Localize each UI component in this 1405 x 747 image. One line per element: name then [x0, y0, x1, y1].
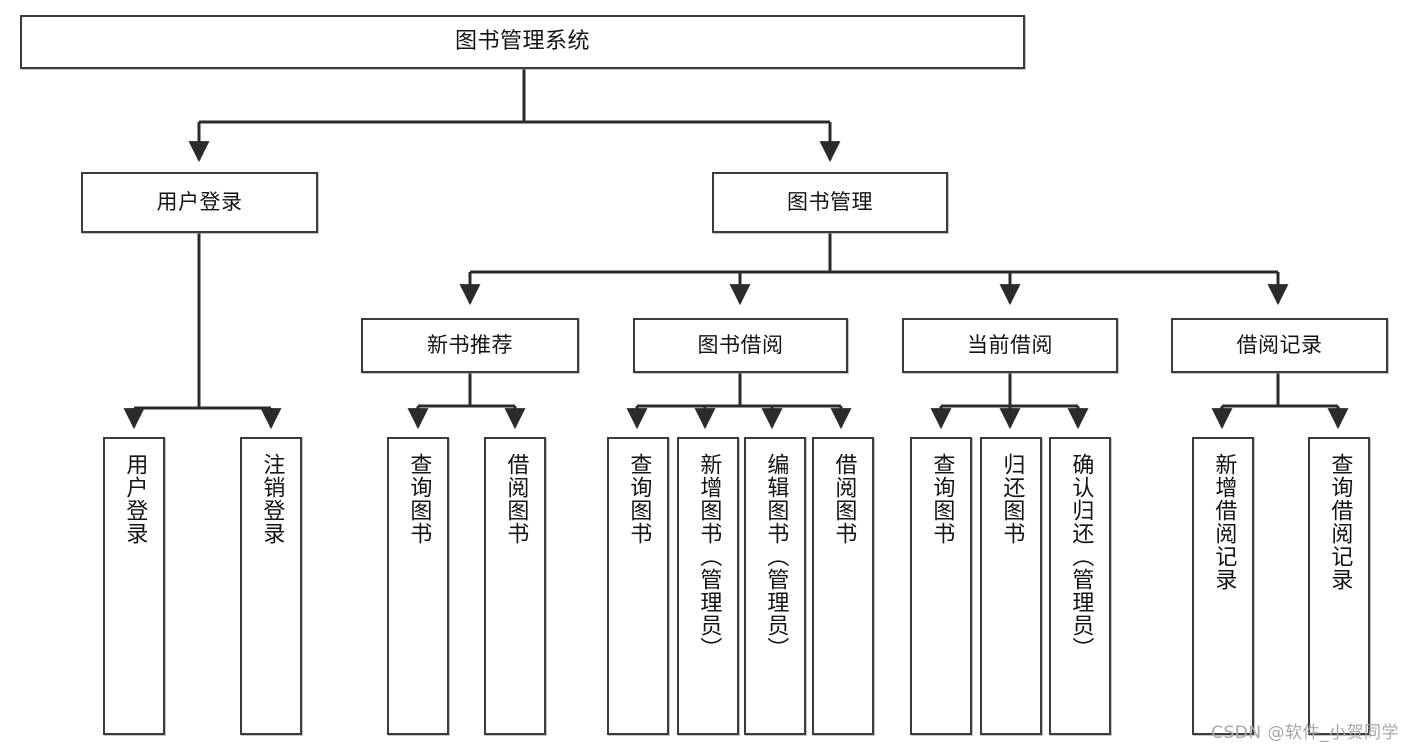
node-user-login-label: 用户登录 — [156, 189, 243, 214]
node-leaf-edit-book-label: 编辑图书（管理员） — [763, 453, 789, 660]
node-current-borrow-label: 当前借阅 — [967, 332, 1053, 357]
node-leaf-borrow-book-2[interactable]: 借阅图书 — [812, 437, 874, 735]
node-leaf-query-book-2[interactable]: 查询图书 — [607, 437, 669, 735]
node-borrow-record-label: 借阅记录 — [1236, 332, 1323, 357]
node-leaf-borrow-book-2-label: 借阅图书 — [831, 453, 857, 545]
node-leaf-borrow-book-1[interactable]: 借阅图书 — [484, 437, 546, 735]
node-leaf-query-book-3[interactable]: 查询图书 — [910, 437, 972, 735]
node-book-manage[interactable]: 图书管理 — [712, 172, 948, 233]
node-leaf-query-book-3-label: 查询图书 — [929, 453, 955, 545]
node-leaf-query-record[interactable]: 查询借阅记录 — [1308, 437, 1370, 735]
node-leaf-query-record-label: 查询借阅记录 — [1327, 453, 1353, 591]
node-book-manage-label: 图书管理 — [787, 189, 873, 214]
node-leaf-query-book-1-label: 查询图书 — [406, 453, 432, 545]
node-book-borrow-label: 图书借阅 — [697, 332, 784, 357]
node-leaf-return-book[interactable]: 归还图书 — [980, 437, 1042, 735]
node-leaf-query-book-2-label: 查询图书 — [626, 453, 652, 545]
node-borrow-record[interactable]: 借阅记录 — [1171, 318, 1388, 373]
node-leaf-user-login-label: 用户登录 — [122, 453, 148, 545]
node-book-borrow[interactable]: 图书借阅 — [633, 318, 848, 373]
node-leaf-add-book-label: 新增图书（管理员） — [696, 453, 722, 660]
node-leaf-confirm-return-label: 确认归还（管理员） — [1068, 453, 1094, 660]
node-leaf-edit-book[interactable]: 编辑图书（管理员） — [744, 437, 806, 735]
node-leaf-query-book-1[interactable]: 查询图书 — [387, 437, 449, 735]
node-leaf-logout[interactable]: 注销登录 — [240, 437, 302, 735]
node-current-borrow[interactable]: 当前借阅 — [902, 318, 1118, 373]
node-leaf-user-login[interactable]: 用户登录 — [103, 437, 165, 735]
node-leaf-confirm-return[interactable]: 确认归还（管理员） — [1049, 437, 1111, 735]
node-leaf-borrow-book-1-label: 借阅图书 — [503, 453, 529, 545]
node-new-book-recommend[interactable]: 新书推荐 — [361, 318, 579, 373]
node-root-label: 图书管理系统 — [454, 28, 590, 54]
node-leaf-add-record-label: 新增借阅记录 — [1211, 453, 1237, 591]
node-leaf-add-record[interactable]: 新增借阅记录 — [1192, 437, 1254, 735]
node-new-book-recommend-label: 新书推荐 — [427, 332, 513, 357]
node-user-login[interactable]: 用户登录 — [81, 172, 318, 233]
node-leaf-return-book-label: 归还图书 — [999, 453, 1025, 545]
node-root[interactable]: 图书管理系统 — [20, 15, 1025, 69]
node-leaf-logout-label: 注销登录 — [259, 453, 285, 545]
node-leaf-add-book[interactable]: 新增图书（管理员） — [677, 437, 739, 735]
csdn-watermark: CSDN @软件_小贺同学 — [1211, 723, 1399, 743]
